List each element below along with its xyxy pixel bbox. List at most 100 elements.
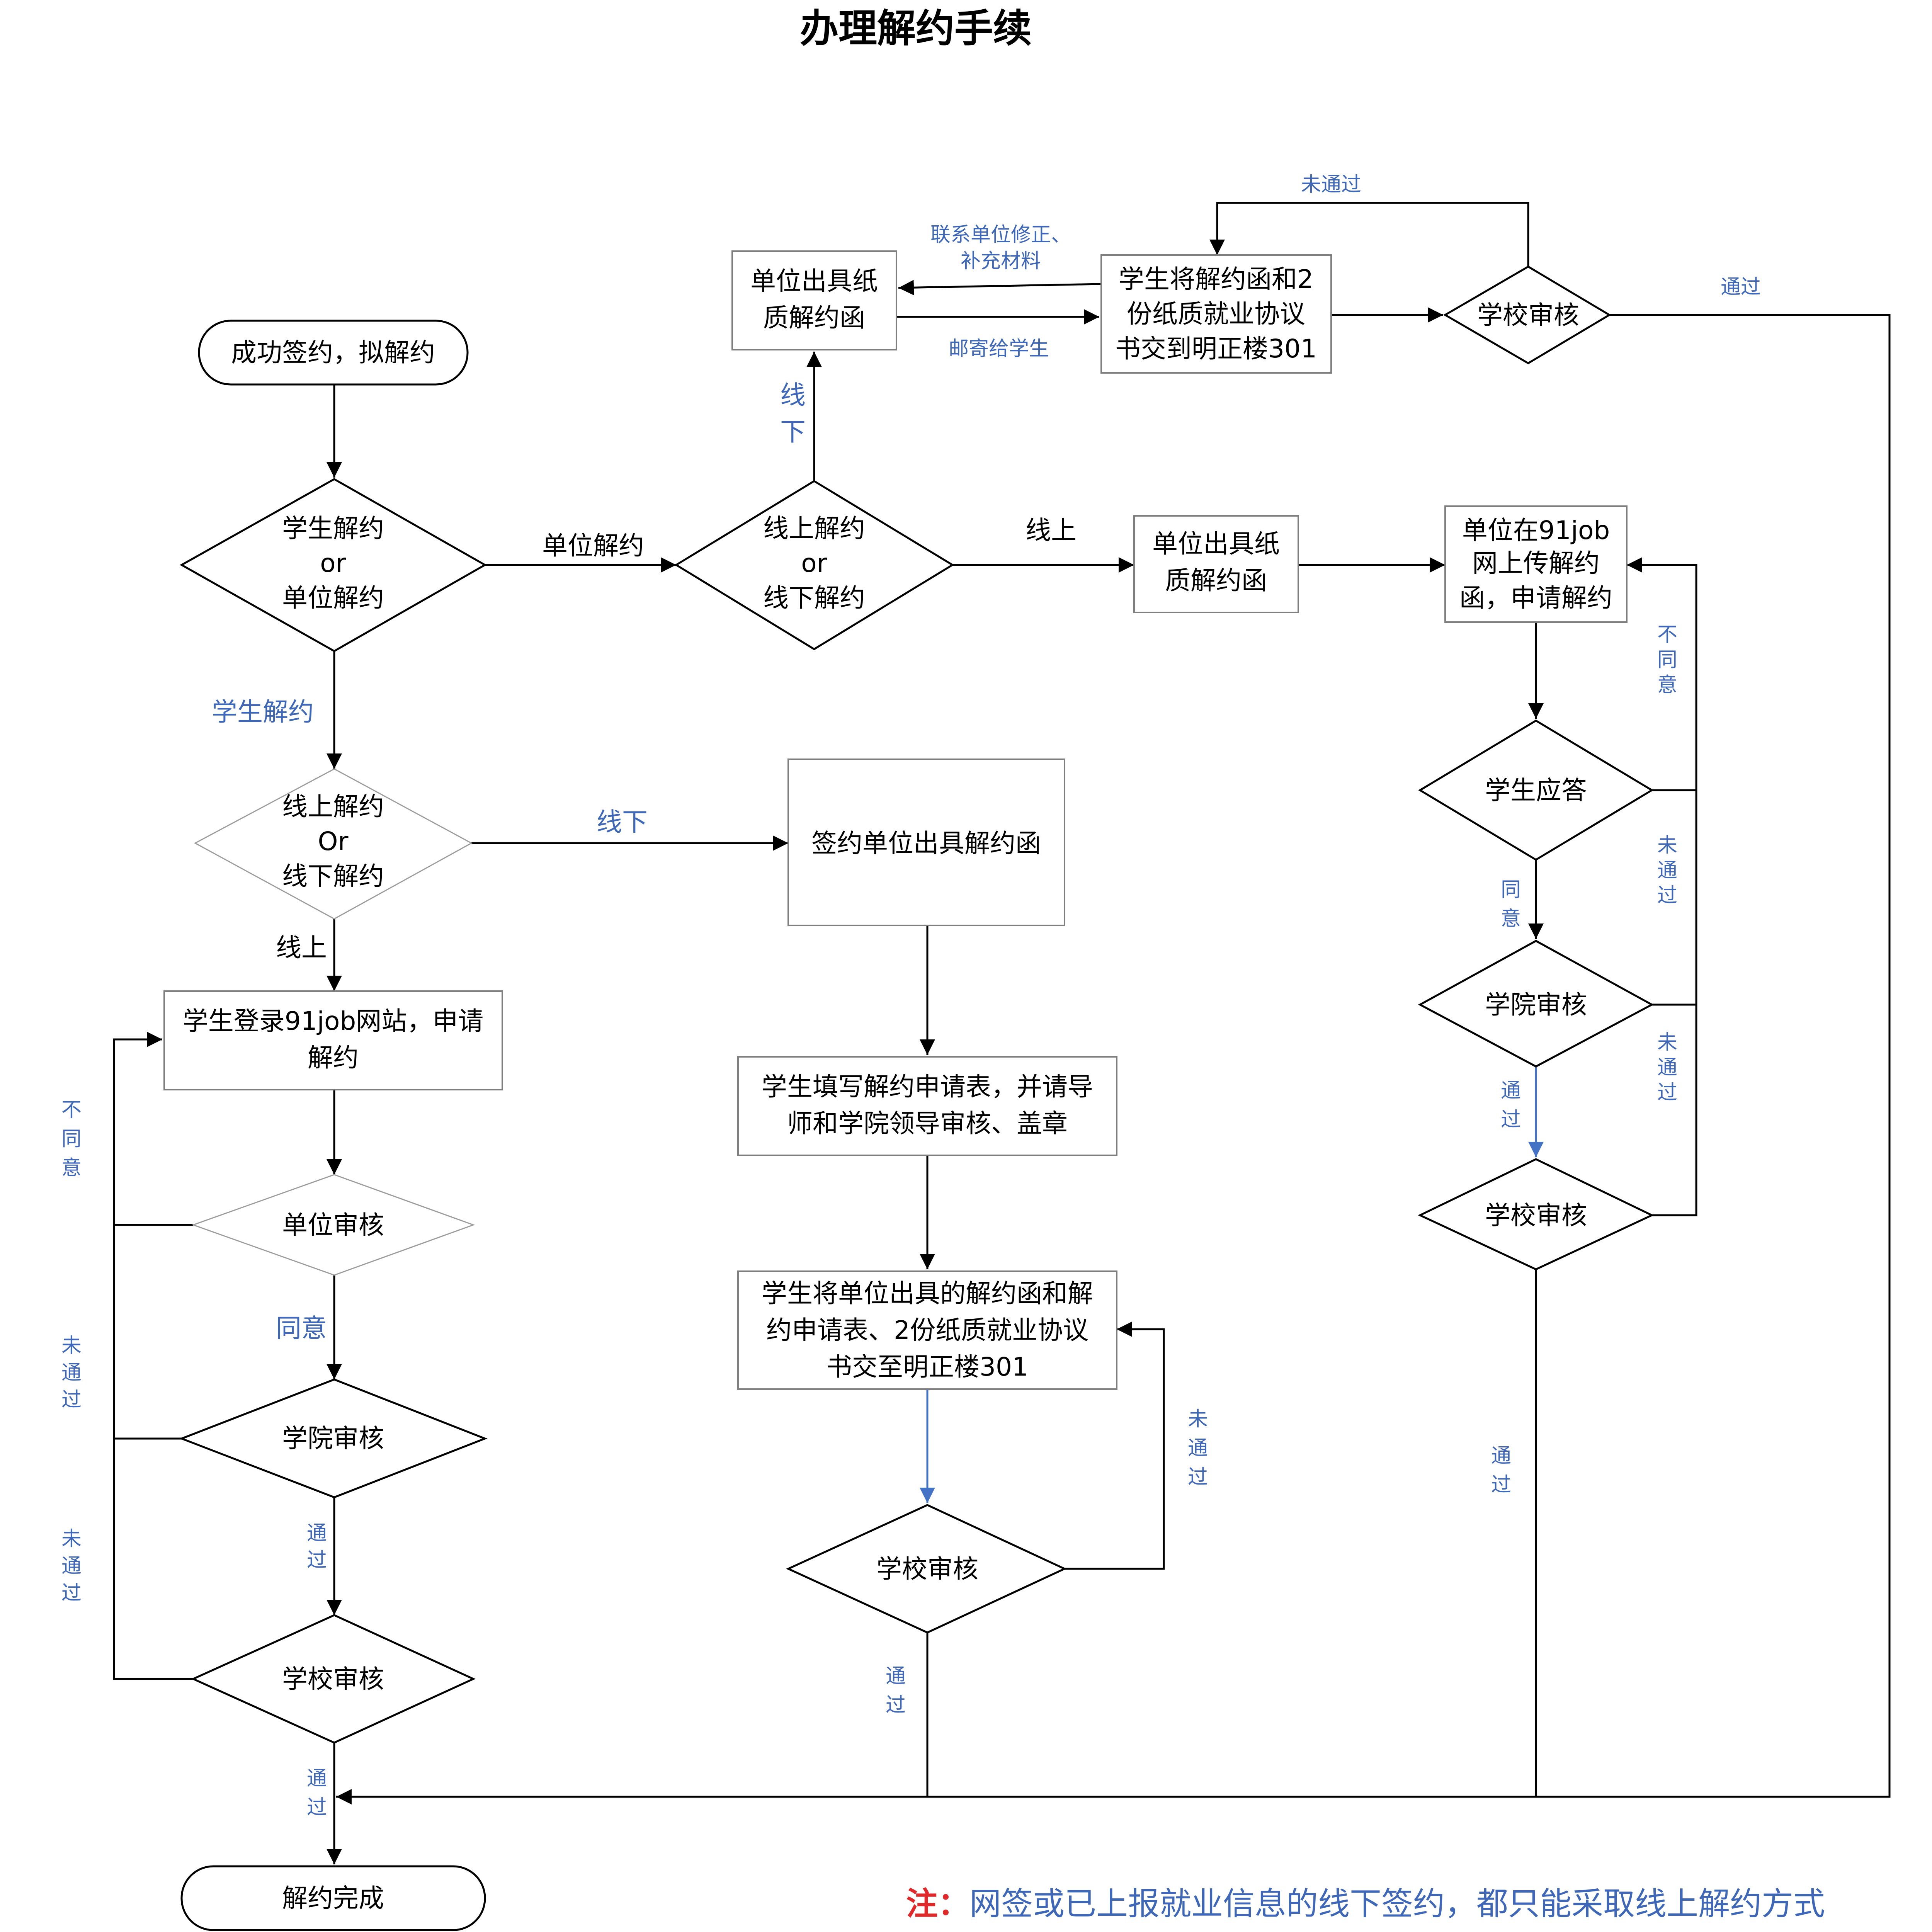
label-not-passed-left-1b: 通 [61,1361,82,1384]
decision-student-mode-line-2: Or [318,827,349,856]
node-student-login-line-2: 解约 [308,1043,359,1073]
label-not-passed-right-1b: 通 [1657,859,1677,882]
decision-unit-mode: 线上解约 or 线下解约 [674,480,954,650]
decision-who-line-3: 单位解约 [282,583,384,613]
label-unit-cancel: 单位解约 [542,531,644,561]
decision-school-review-left: 学校审核 [190,1614,476,1744]
label-online-top: 线上 [1026,515,1077,545]
label-not-passed-top: 未通过 [1301,173,1361,196]
label-disagree-right-b: 同 [1657,648,1677,672]
node-submit-301-mid-line-1: 学生将单位出具的解约函和解 [762,1279,1093,1308]
decision-unit-mode-line-1: 线上解约 [763,514,865,543]
decision-who-line-1: 学生解约 [282,514,384,543]
label-passed-mid-b: 过 [886,1694,906,1717]
node-unit-upload-line-3: 函，申请解约 [1459,583,1612,613]
label-passed-left-2b: 过 [307,1796,327,1819]
footnote-text: 注：网签或已上报就业信息的线下签约，都只能采取线上解约方式 [906,1886,1825,1922]
node-unit-upload-91job: 单位在91job 网上传解约 函，申请解约 [1444,505,1628,623]
node-submit-301-top-line-2: 份纸质就业协议 [1127,299,1305,329]
label-passed-top: 通过 [1721,276,1761,299]
edge-school-mid-fail [1065,1321,1165,1570]
node-student-login-line-1: 学生登录91job网站，申请 [183,1006,484,1036]
label-not-passed-right-1a: 未 [1657,834,1677,857]
node-end-text: 解约完成 [282,1883,384,1913]
decision-student-mode-line-3: 线下解约 [282,861,384,891]
label-passed-right-2a: 通 [1491,1444,1511,1468]
label-not-passed-mid-c: 过 [1188,1466,1208,1489]
edge-school-top-fail [1209,202,1529,267]
edge-school-top-pass [336,314,1891,1804]
decision-school-review-top-text: 学校审核 [1477,300,1579,330]
node-submit-301-top: 学生将解约函和2 份纸质就业协议 书交到明正楼301 [1100,254,1332,374]
label-student-cancel: 学生解约 [212,697,314,727]
edge-school-left-fail [113,1225,193,1680]
label-disagree-left-2: 同 [61,1128,82,1151]
label-not-passed-right-2a: 未 [1657,1031,1677,1054]
label-passed-left-1a: 通 [307,1522,327,1545]
node-fill-form-line-1: 学生填写解约申请表，并请导 [762,1072,1093,1102]
edge-submit-to-paper-top [898,280,1102,296]
node-student-login: 学生登录91job网站，申请 解约 [163,990,503,1090]
decision-who-line-2: or [320,548,346,578]
label-agree-left: 同意 [276,1313,327,1343]
label-offline-v-1: 线 [780,380,806,410]
node-start-text: 成功签约，拟解约 [231,338,435,367]
decision-school-review-top: 学校审核 [1443,265,1611,364]
decision-unit-mode-line-2: or [801,548,827,578]
decision-student-reply-text: 学生应答 [1485,776,1587,805]
label-disagree-right-a: 不 [1657,623,1677,646]
node-fill-form-line-2: 师和学院领导审核、盖章 [787,1109,1068,1138]
edge-unit-review-fail [113,1032,193,1226]
label-not-passed-right-1c: 过 [1657,884,1677,907]
label-passed-left-1b: 过 [307,1549,327,1572]
edge-school-right-fail [1652,790,1697,1216]
decision-college-review-right-text: 学院审核 [1485,990,1587,1020]
decision-college-review-left: 学院审核 [179,1378,488,1498]
label-mail-student: 邮寄给学生 [949,337,1049,361]
page-title: 办理解约手续 [800,6,1032,51]
node-submit-301-mid: 学生将单位出具的解约函和解 约申请表、2份纸质就业协议 书交至明正楼301 [737,1270,1117,1390]
label-not-passed-right-2b: 通 [1657,1056,1677,1079]
label-online-left: 线上 [276,933,327,963]
edge-reply-fail [1627,557,1697,791]
node-start: 成功签约，拟解约 [198,320,469,386]
node-unit-issue-letter-text: 签约单位出具解约函 [811,828,1041,858]
label-passed-left-2a: 通 [307,1767,327,1790]
label-disagree-right-c: 意 [1657,673,1677,697]
node-unit-issue-letter: 签约单位出具解约函 [787,759,1065,926]
decision-college-review-left-text: 学院审核 [282,1423,384,1453]
decision-who-cancels: 学生解约 or 单位解约 [179,478,487,652]
decision-school-review-right: 学校审核 [1418,1158,1654,1270]
decision-student-mode-line-1: 线上解约 [282,792,384,821]
decision-unit-review-text: 单位审核 [282,1210,384,1240]
label-passed-right-1b: 过 [1501,1108,1521,1131]
label-agree-right-a: 同 [1501,878,1521,901]
decision-school-review-right-text: 学校审核 [1485,1201,1587,1230]
decision-unit-mode-line-3: 线下解约 [763,583,865,613]
label-not-passed-left-1c: 过 [61,1388,82,1412]
node-unit-paper-letter-mid-line-2: 质解约函 [1165,566,1267,595]
node-submit-301-top-line-1: 学生将解约函和2 [1119,264,1313,294]
node-unit-upload-line-1: 单位在91job [1462,515,1610,545]
decision-school-review-mid-text: 学校审核 [876,1554,978,1584]
node-unit-paper-letter-top-line-1: 单位出具纸 [750,266,878,296]
label-not-passed-mid-a: 未 [1188,1408,1208,1431]
label-passed-right-2b: 过 [1491,1473,1511,1497]
decision-school-review-left-text: 学校审核 [282,1664,384,1694]
node-unit-upload-line-2: 网上传解约 [1472,548,1600,578]
label-passed-right-1a: 通 [1501,1079,1521,1102]
footnote: 注：网签或已上报就业信息的线下签约，都只能采取线上解约方式 [906,1886,1825,1922]
edges [113,202,1891,1864]
footnote-body: 网签或已上报就业信息的线下签约，都只能采取线上解约方式 [969,1886,1825,1922]
node-unit-paper-letter-top: 单位出具纸 质解约函 [731,250,897,350]
label-not-passed-left-2a: 未 [61,1527,82,1551]
decision-student-reply: 学生应答 [1418,719,1654,861]
decision-unit-review: 单位审核 [191,1174,475,1276]
label-not-passed-left-2c: 过 [61,1582,82,1605]
node-unit-paper-letter-mid-line-1: 单位出具纸 [1152,529,1280,559]
label-contact-unit-2: 补充材料 [961,250,1041,273]
node-submit-301-mid-line-2: 约申请表、2份纸质就业协议 [766,1315,1088,1345]
node-unit-paper-letter-top-line-2: 质解约函 [763,303,865,333]
node-submit-301-top-line-3: 书交到明正楼301 [1115,334,1317,364]
